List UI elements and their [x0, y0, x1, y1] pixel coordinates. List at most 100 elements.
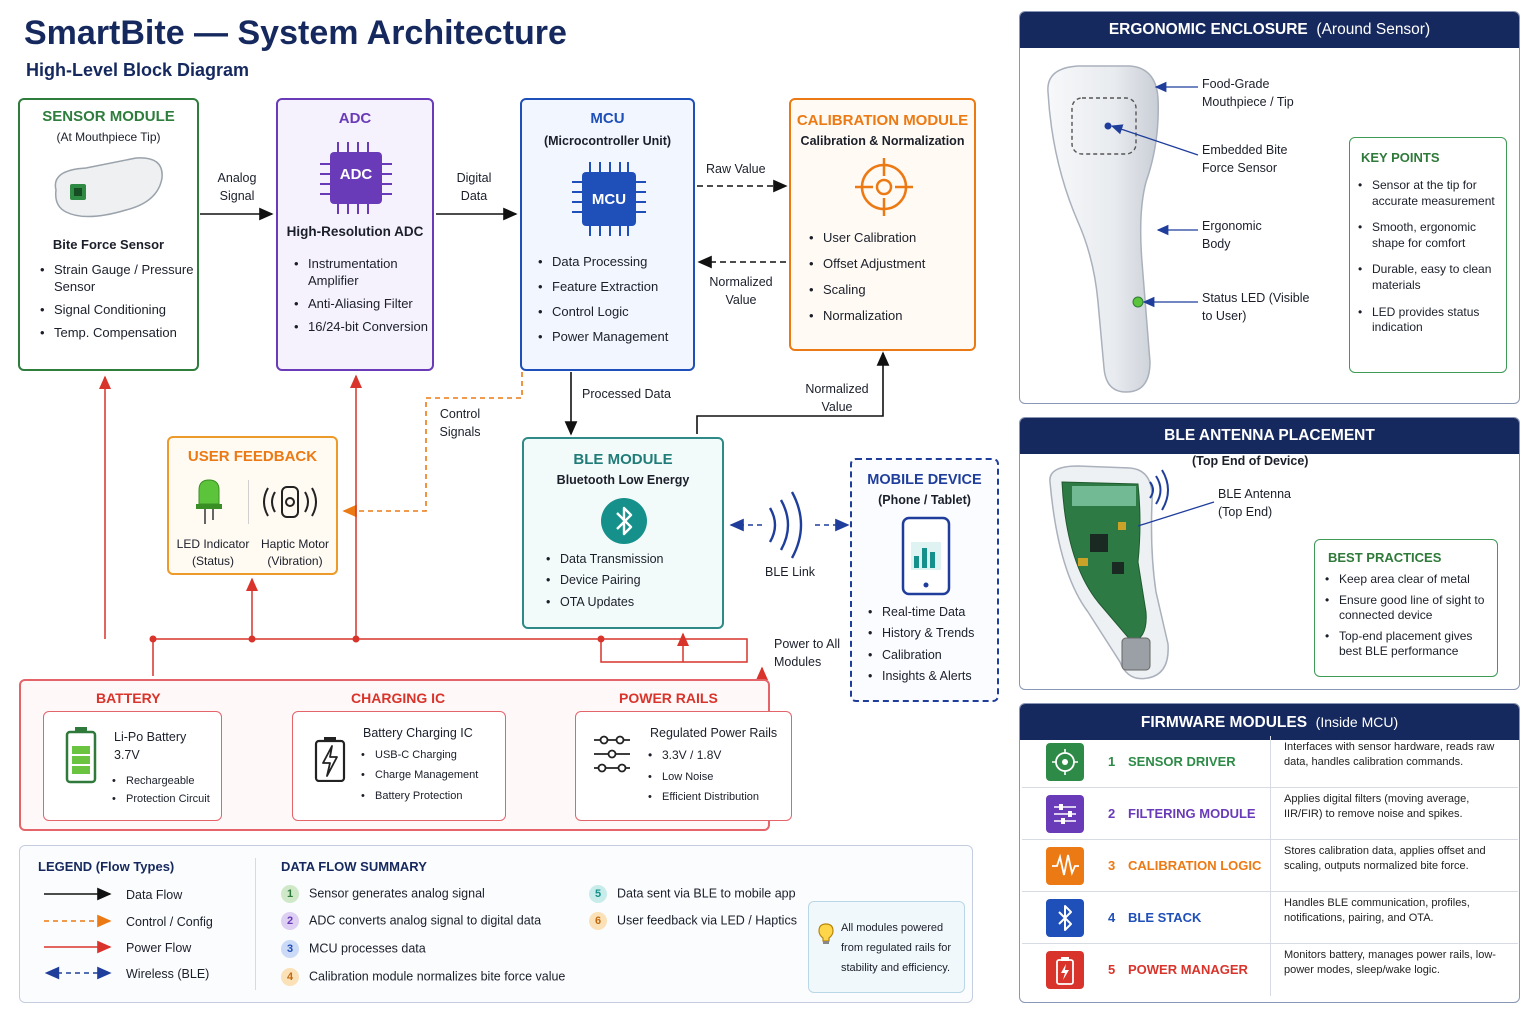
list-item: Keep area clear of metal [1323, 572, 1497, 588]
fw-number: 1 [1108, 754, 1116, 769]
list-item: Normalization [807, 308, 973, 325]
sensor-feature-list: Strain Gauge / Pressure Sensor Signal Co… [38, 262, 194, 348]
list-item: Strain Gauge / Pressure Sensor [38, 262, 194, 296]
adc-chip-label: ADC [339, 166, 373, 183]
summary-text: MCU processes data [309, 941, 426, 956]
ble-antenna-panel: BLE ANTENNA PLACEMENT (Top End of Device… [1019, 417, 1520, 690]
fw-separator [1270, 840, 1271, 892]
list-item: Data Transmission [544, 551, 724, 568]
user-feedback-title: USER FEEDBACK [187, 448, 318, 465]
fw-name: FILTERING MODULE [1128, 806, 1256, 821]
legend-line-samples [44, 887, 112, 980]
charging-ic-name: Battery Charging IC [363, 726, 473, 740]
list-item: USB-C Charging [359, 748, 503, 763]
mouthpiece-sensor-icon [54, 157, 163, 218]
list-item: History & Trends [866, 625, 1000, 642]
ble-stack-icon [1046, 899, 1084, 937]
list-item: Anti-Aliasing Filter [292, 296, 432, 313]
fw-name: POWER MANAGER [1128, 962, 1248, 977]
callout-ergonomic-body: Ergonomic Body [1202, 219, 1262, 251]
mcu-chip-icon [572, 162, 646, 236]
filter-sliders-icon [1046, 795, 1084, 833]
list-item: Offset Adjustment [807, 256, 973, 273]
firmware-subtitle: (Inside MCU) [1315, 714, 1399, 730]
normalized-value-label-2: Normalized Value [805, 382, 869, 414]
best-practices-list: Keep area clear of metal Ensure good lin… [1323, 572, 1497, 665]
page-title: SmartBite — System Architecture [24, 14, 567, 52]
battery-icon [65, 727, 97, 784]
firmware-row-power-manager: 5 POWER MANAGER Monitors battery, manage… [1022, 944, 1518, 996]
control-signals-label: Control Signals [439, 407, 481, 439]
firmware-row-filtering: 2 FILTERING MODULE Applies digital filte… [1022, 788, 1518, 840]
sensor-module-block: SENSOR MODULE (At Mouthpiece Tip) Bite F… [18, 98, 199, 371]
charging-bolt-icon [314, 737, 346, 782]
fw-description: Interfaces with sensor hardware, reads r… [1284, 741, 1495, 768]
legend-summary-panel: LEGEND (Flow Types) Data Flow Control / … [19, 845, 973, 1003]
calibration-title: CALIBRATION MODULE [796, 112, 969, 129]
analog-signal-label: Analog Signal [217, 171, 257, 203]
list-item: Signal Conditioning [38, 302, 194, 319]
ble-feature-list: Data Transmission Device Pairing OTA Upd… [544, 551, 724, 615]
list-item: Data Processing [536, 254, 696, 271]
raw-value-label: Raw Value [706, 162, 766, 176]
fw-separator [1270, 944, 1271, 996]
mcu-block: MCU (Microcontroller Unit) MCU Data Proc… [520, 98, 695, 371]
step-number: 6 [589, 912, 607, 930]
power-rails-block: Regulated Power Rails 3.3V / 1.8V Low No… [575, 711, 792, 821]
normalized-value-label: Normalized Value [709, 275, 773, 307]
adc-chip-icon [320, 142, 392, 214]
enclosure-title: ERGONOMIC ENCLOSURE [1108, 21, 1308, 38]
page-subtitle: High-Level Block Diagram [26, 60, 250, 80]
list-item: Power Management [536, 329, 696, 346]
led-indicator-label: LED Indicator (Status) [176, 537, 250, 568]
list-item: Scaling [807, 282, 973, 299]
fw-separator [1270, 788, 1271, 840]
enclosure-subtitle: (Around Sensor) [1316, 21, 1431, 38]
mcu-chip-label: MCU [591, 191, 627, 208]
fw-separator [1270, 892, 1271, 944]
mobile-device-block: MOBILE DEVICE (Phone / Tablet) Real-time… [850, 458, 999, 702]
list-item: 16/24-bit Conversion [292, 319, 432, 336]
fw-name: BLE STACK [1128, 910, 1202, 925]
firmware-row-calibration: 3 CALIBRATION LOGIC Stores calibration d… [1022, 840, 1518, 892]
pcb-antenna-illustration [1049, 465, 1169, 680]
power-rails-name: Regulated Power Rails [650, 726, 778, 740]
charging-ic-title: CHARGING IC [351, 690, 446, 706]
firmware-row-ble-stack: 4 BLE STACK Handles BLE communication, p… [1022, 892, 1518, 944]
battery-voltage: 3.7V [114, 748, 140, 762]
sensor-module-subtitle: (At Mouthpiece Tip) [56, 130, 161, 144]
list-item: Instrumentation Amplifier [292, 256, 432, 290]
haptic-motor-label: Haptic Motor (Vibration) [260, 537, 330, 568]
legend-divider [255, 858, 256, 990]
list-item: Top-end placement gives best BLE perform… [1323, 629, 1497, 660]
list-item: OTA Updates [544, 594, 724, 611]
adc-block: ADC ADC High-Resolution ADC Instrumentat… [276, 98, 434, 371]
sensor-driver-icon [1046, 743, 1084, 781]
power-battery-icon [1046, 951, 1084, 989]
ergonomic-enclosure-panel: ERGONOMIC ENCLOSURE (Around Sensor) Food… [1019, 11, 1520, 404]
summary-text: ADC converts analog signal to digital da… [309, 913, 542, 928]
list-item: Device Pairing [544, 572, 724, 589]
legend-control-config: Control / Config [126, 915, 213, 929]
step-number: 5 [589, 885, 607, 903]
smartphone-icon [901, 516, 951, 596]
adc-name: High-Resolution ADC [286, 224, 424, 239]
power-note-box: All modules powered from regulated rails… [808, 901, 965, 993]
list-item: User Calibration [807, 230, 973, 247]
mobile-device-title: MOBILE DEVICE [867, 472, 982, 488]
power-to-modules-label: Power to All Modules [774, 637, 841, 669]
fw-number: 3 [1108, 858, 1116, 873]
step-number: 3 [281, 940, 299, 958]
calibration-module-block: CALIBRATION MODULE Calibration & Normali… [789, 98, 976, 351]
list-item: Protection Circuit [110, 792, 220, 807]
bluetooth-icon [601, 498, 647, 544]
callout-food-grade-tip: Food-Grade Mouthpiece / Tip [1202, 77, 1294, 109]
firmware-modules-panel: FIRMWARE MODULES (Inside MCU) 1 SENSOR D… [1019, 703, 1520, 1003]
data-flow-summary-title: DATA FLOW SUMMARY [281, 859, 427, 874]
fw-name: SENSOR DRIVER [1128, 754, 1236, 769]
list-item: Ensure good line of sight to connected d… [1323, 593, 1497, 624]
